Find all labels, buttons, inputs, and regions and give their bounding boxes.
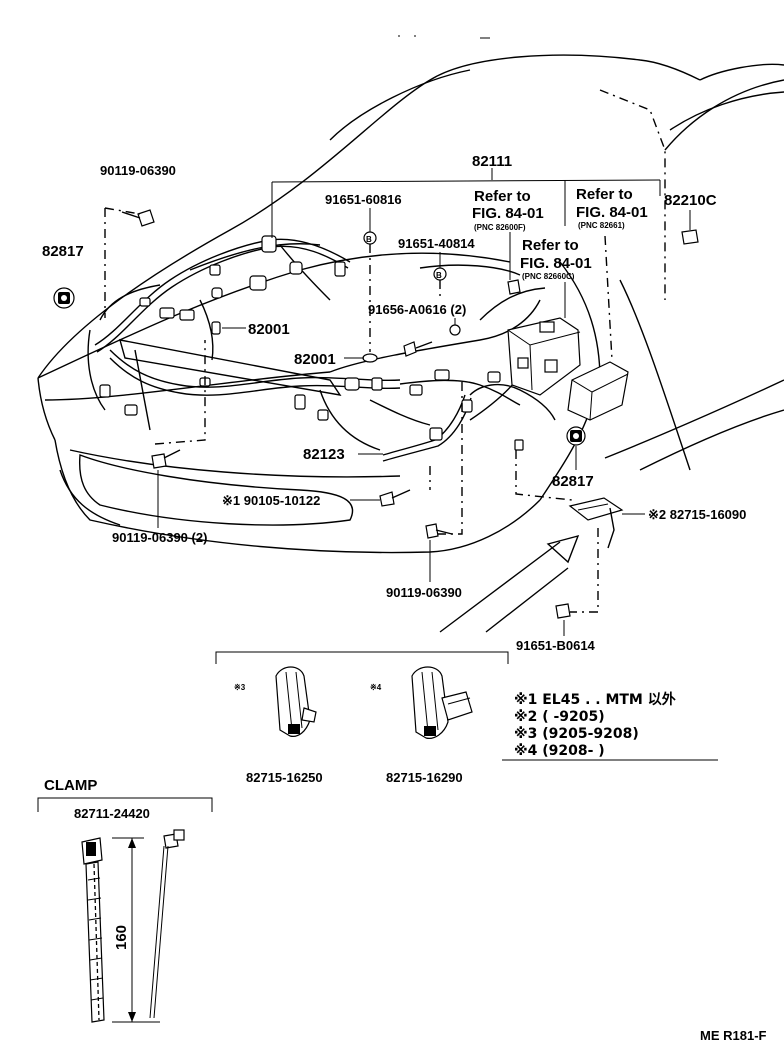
bolt-icon [555,603,571,619]
svg-text:B: B [436,271,442,280]
label-82123: 82123 [303,446,345,463]
note-3: ※3 (9205-9208) [514,726,639,742]
label-82715-16090: ※2 82715-16090 [648,507,746,522]
notes: ※1 EL45 . . MTM 以外 ※2 ( -9205) ※3 (9205-… [502,691,718,761]
label-82715-16250: 82715-16250 [246,770,323,785]
bolt-icon [121,209,155,227]
label-refer1-b: FIG. 84-01 [472,205,544,222]
header-marks [398,35,490,39]
label-refer3-a: Refer to [522,237,579,254]
label-82001-right: 82001 [294,351,336,368]
label-82001-left: 82001 [248,321,290,338]
label-82711-24420: 82711-24420 [74,806,150,821]
leader-lines [104,168,691,636]
footer-code: ME R181-F [700,1028,767,1043]
bolt-icon [425,523,453,539]
label-91656-a0616: 91656-A0616 (2) [368,302,466,317]
note-4: ※4 (9208- ) [514,743,605,759]
washer-icon [362,353,378,363]
clip-icon [53,287,75,309]
label-82111: 82111 [472,153,512,170]
dimension-marker: 160 [112,837,160,1023]
wire-harness [94,235,556,462]
label-mark3: ※3 [234,683,246,692]
clip-icon [566,426,586,446]
label-91651-60816: 91651-60816 [325,192,402,207]
clamp-16290-icon [411,666,473,739]
screw-icon [403,324,461,357]
cable-tie-icon [81,837,105,1023]
part-labels: 82111 90119-06390 82817 91651-60816 Refe… [42,153,746,653]
bracket-icon [568,497,624,549]
clamp-variants: ※3 ※4 82715-16250 82715-16290 [215,651,509,785]
label-refer1-c: (PNC 82600F) [474,223,526,232]
car-body-outline [37,54,784,554]
label-refer3-c: (PNC 82660C) [522,272,575,281]
label-refer2-b: FIG. 84-01 [576,204,648,221]
label-clamp-title: CLAMP [44,777,97,794]
label-mark4: ※4 [370,683,382,692]
screw-icon [379,489,411,507]
bolt-circle-icon: B [433,267,447,281]
clamp-section: CLAMP 82711-24420 160 [37,777,213,1023]
label-91651-40814: 91651-40814 [398,236,475,251]
label-90119-06390-2: 90119-06390 (2) [112,530,207,545]
bracket-box [567,361,629,421]
bolt-circle-icon: B [363,231,377,245]
label-refer2-c: (PNC 82661) [578,221,625,230]
label-82210c: 82210C [664,192,717,209]
label-82817-left: 82817 [42,243,84,260]
label-90105-10122: ※1 90105-10122 [222,493,320,508]
connector-icon [507,279,521,295]
relay-block [507,317,581,396]
label-82817-right: 82817 [552,473,594,490]
clamp-16250-icon [275,666,317,737]
fuse-icon [211,321,221,335]
label-refer1-a: Refer to [474,188,531,205]
label-90119-06390-top: 90119-06390 [100,163,176,178]
bolt-icon [151,449,181,469]
label-91651-b0614: 91651-B0614 [516,638,596,653]
note-2: ※2 ( -9205) [514,709,605,725]
label-refer3-b: FIG. 84-01 [520,255,592,272]
grommet-icon [681,229,699,245]
label-refer2-a: Refer to [576,186,633,203]
label-82715-16290: 82715-16290 [386,770,463,785]
label-dim-160: 160 [113,925,130,950]
label-90119-06390-bottom: 90119-06390 [386,585,462,600]
svg-text:B: B [366,235,372,244]
note-1: ※1 EL45 . . MTM 以外 [514,691,676,708]
cable-tie-side-icon [149,829,185,1019]
